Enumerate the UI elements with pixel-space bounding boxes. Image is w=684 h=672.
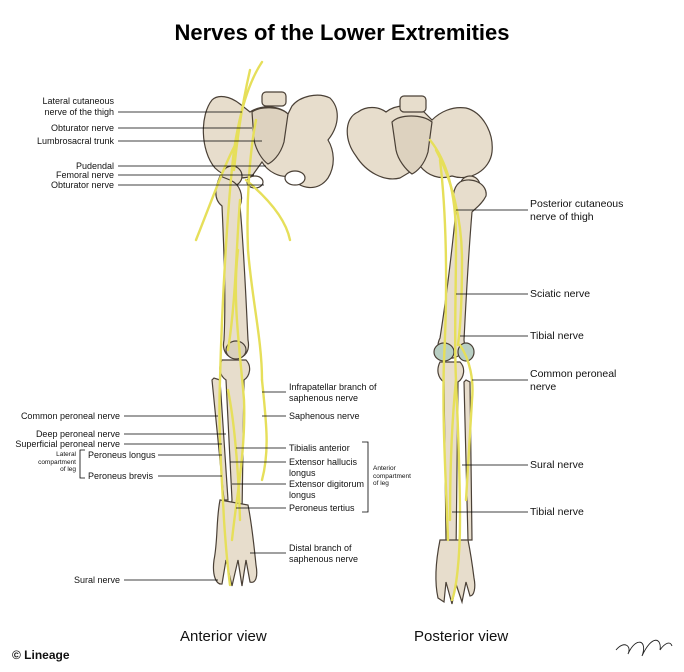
posterior-nerves [428,138,474,602]
label-peroneus-longus: Peroneus longus [88,450,156,460]
label-lumbrosacral: Lumbrosacral trunk [36,136,114,146]
label-sciatic: Sciatic nerve [530,288,591,300]
label-tibial-2: Tibial nerve [530,506,584,518]
posterior-foot [435,539,476,605]
posterior-view-caption: Posterior view [414,628,509,645]
label-deep-peroneal: Deep peroneal nerve [35,429,120,439]
brand-logo: © Lineage [12,648,70,662]
anterior-sacrum [251,107,289,165]
label-anterior-compartment: Anterior compartment of leg [373,465,411,487]
label-pudendal: Pudendal [75,161,114,171]
lumbar-vertebra [261,91,287,107]
anterior-view-caption: Anterior view [180,628,267,645]
label-saphenous: Saphenous nerve [289,411,360,421]
posterior-leaders [452,209,528,513]
label-sural-ant: Sural nerve [73,575,120,585]
anterior-nerves [194,60,292,587]
posterior-vertebra [399,95,427,113]
label-distal-branch: Distal branch of saphenous nerve [289,543,359,564]
label-peroneus-tertius: Peroneus tertius [289,503,355,513]
anterior-leaders [79,111,369,581]
label-femoral: Femoral nerve [55,170,114,180]
posterior-sacrum [391,115,433,175]
signature-mark [615,639,673,657]
label-extensor-digitorum: Extensor digitorum longus [289,479,365,500]
label-common-peroneal-ant: Common peroneal nerve [20,411,120,421]
label-lateral-cutaneous: Lateral cutaneous nerve of the thigh [42,96,114,117]
posterior-skeleton [346,95,493,605]
label-obturator-1: Obturator nerve [50,123,114,133]
anterior-patella [225,340,247,360]
label-tibial-1: Tibial nerve [530,330,584,342]
label-common-peroneal-post: Common peroneal nerve [530,368,617,393]
label-peroneus-brevis: Peroneus brevis [88,471,154,481]
label-sural-post: Sural nerve [530,459,584,471]
label-obturator-2: Obturator nerve [50,180,114,190]
label-lateral-compartment: Lateral compartment of leg [38,451,76,473]
label-extensor-hallucis: Extensor hallucis longus [289,457,358,478]
label-superficial-peroneal: Superficial peroneal nerve [15,439,120,449]
label-posterior-cutaneous: Posterior cutaneous nerve of thigh [530,198,624,223]
label-tibialis-anterior: Tibialis anterior [289,443,350,453]
page-title: Nerves of the Lower Extremities [174,20,510,45]
label-infrapatellar: Infrapatellar branch of saphenous nerve [289,382,377,403]
